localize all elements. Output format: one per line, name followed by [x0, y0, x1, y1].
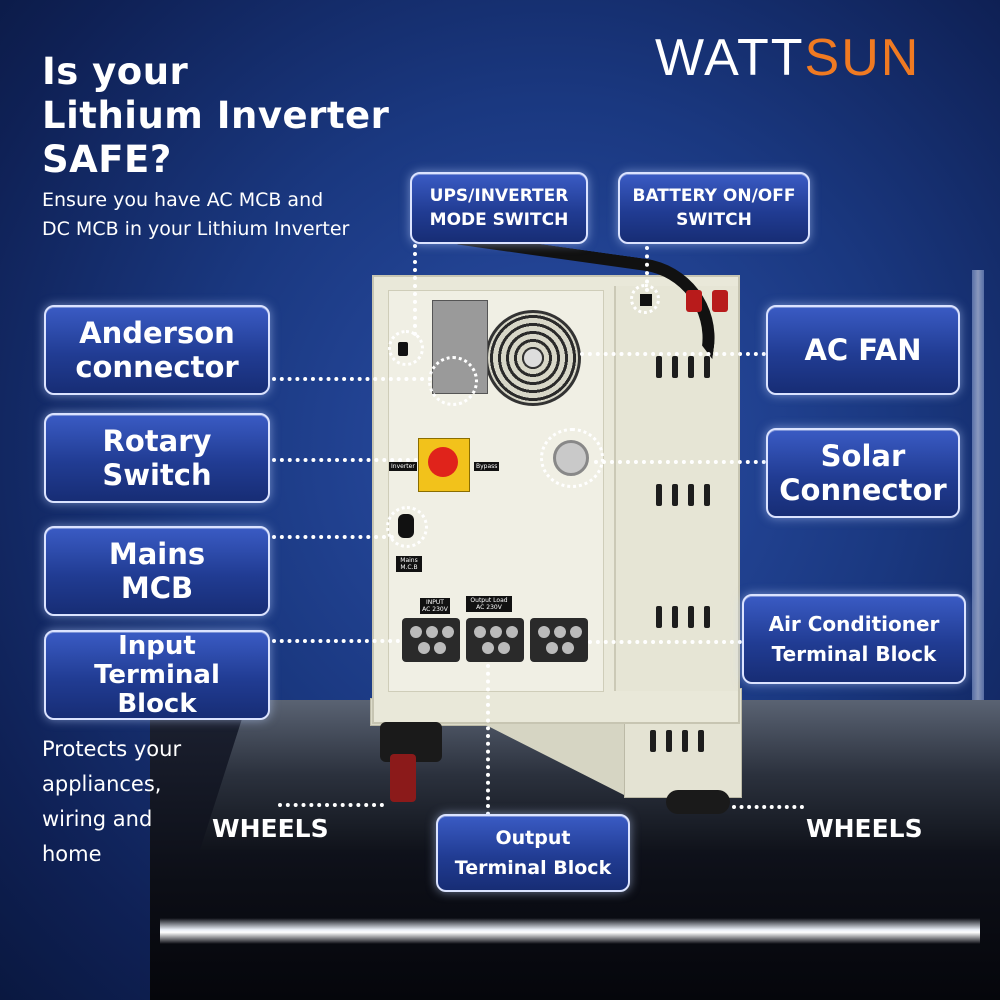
leader-ac-terminal [588, 640, 742, 644]
wheel-caster-right [666, 790, 730, 814]
brand-logo-part1: WATT [655, 29, 805, 87]
callout-solar-line1: Solar [820, 439, 906, 473]
brand-logo-part2: SUN [804, 29, 921, 87]
vent-slot [672, 606, 678, 628]
vent-slot [688, 606, 694, 628]
subline-line2: DC MCB in your Lithium Inverter [42, 218, 350, 240]
leader-ups-mode [413, 244, 417, 336]
vent-slot [682, 730, 688, 752]
vent-slot [672, 356, 678, 378]
vent-slot [656, 606, 662, 628]
wheels-label-left: WHEELS [212, 814, 329, 843]
leader-battery [645, 246, 649, 292]
callout-rotary-line1: Rotary [102, 424, 212, 458]
callout-ac-terminal-line2: Terminal Block [771, 642, 937, 666]
callout-anderson-line2: connector [75, 350, 239, 384]
callout-ac-terminal-line1: Air Conditioner [768, 612, 940, 636]
callout-battery-line1: BATTERY ON/OFF [632, 186, 796, 206]
callout-ups-mode: UPS/INVERTER MODE SWITCH [410, 172, 588, 244]
headline: Is your Lithium Inverter SAFE? [42, 50, 389, 182]
headline-line2: Lithium Inverter [42, 94, 390, 137]
highlight-mains [386, 506, 428, 548]
inverter-label: Inverter [389, 462, 417, 471]
vent-slot [698, 730, 704, 752]
highlight-ups-switch [388, 330, 424, 366]
highlight-anderson [428, 356, 478, 406]
wheels-label-right: WHEELS [806, 814, 923, 843]
leader-anderson [272, 377, 432, 381]
callout-input-line1: Input [118, 630, 196, 661]
headline-line3: SAFE? [42, 138, 172, 181]
protects-line2: appliances, [42, 772, 162, 796]
leader-wheel-left [278, 803, 384, 807]
headline-line1: Is your [42, 50, 189, 93]
protects-line3: wiring and [42, 807, 153, 831]
callout-output-line1: Output [495, 827, 571, 849]
vent-slot [688, 356, 694, 378]
wheel-brake [390, 754, 416, 802]
vent-slot [656, 356, 662, 378]
callout-mains-line2: MCB [120, 571, 194, 605]
leader-output [486, 664, 490, 816]
callout-anderson-line1: Anderson [79, 316, 235, 350]
battery-terminal [686, 290, 702, 312]
vent-slot [704, 606, 710, 628]
callout-solar-line2: Connector [779, 473, 947, 507]
vent-slot [650, 730, 656, 752]
vent-slot [666, 730, 672, 752]
vent-slot [704, 356, 710, 378]
leader-solar [594, 460, 766, 464]
output-load-label: Output Load AC 230V [466, 596, 512, 612]
ac-fan-hub [522, 347, 544, 369]
leader-mains [272, 535, 394, 539]
callout-ac-fan-line1: AC FAN [804, 333, 922, 367]
callout-mains-line1: Mains [108, 537, 206, 571]
callout-input-line3: Block [117, 688, 197, 719]
subline-line1: Ensure you have AC MCB and [42, 189, 324, 211]
rotary-switch-knob [428, 447, 458, 477]
callout-output-line2: Terminal Block [454, 857, 612, 879]
leader-fan [580, 352, 766, 356]
input-label: INPUT AC 230V [420, 598, 450, 614]
callout-ac-fan: AC FAN [766, 305, 960, 395]
vent-slot [704, 484, 710, 506]
bypass-label: Bypass [474, 462, 500, 471]
highlight-battery-switch [630, 284, 660, 314]
subline: Ensure you have AC MCB and DC MCB in you… [42, 186, 349, 244]
callout-ups-mode-line1: UPS/INVERTER [429, 186, 569, 206]
leader-wheel-right [732, 805, 804, 809]
ac-terminal-block [530, 618, 588, 662]
battery-terminal [712, 290, 728, 312]
input-terminal-block [402, 618, 460, 662]
vent-slot [656, 484, 662, 506]
protects-line1: Protects your [42, 737, 182, 761]
vent-slot [672, 484, 678, 506]
highlight-solar [540, 428, 604, 488]
leader-input [272, 639, 400, 643]
protects-line4: home [42, 842, 102, 866]
callout-battery-line2: SWITCH [676, 210, 752, 230]
leader-rotary [272, 458, 418, 462]
callout-rotary-line2: Switch [102, 458, 212, 492]
output-terminal-block [466, 618, 524, 662]
callout-input-line2: Terminal [94, 659, 220, 690]
stage-light-strip [160, 918, 980, 944]
callout-ups-mode-line2: MODE SWITCH [429, 210, 569, 230]
brand-logo: WATTSUN [655, 28, 920, 88]
callout-battery-switch: BATTERY ON/OFF SWITCH [618, 172, 810, 244]
protects-text: Protects your appliances, wiring and hom… [42, 732, 181, 872]
vent-slot [688, 484, 694, 506]
mains-mcb-label: Mains M.C.B [396, 556, 422, 572]
